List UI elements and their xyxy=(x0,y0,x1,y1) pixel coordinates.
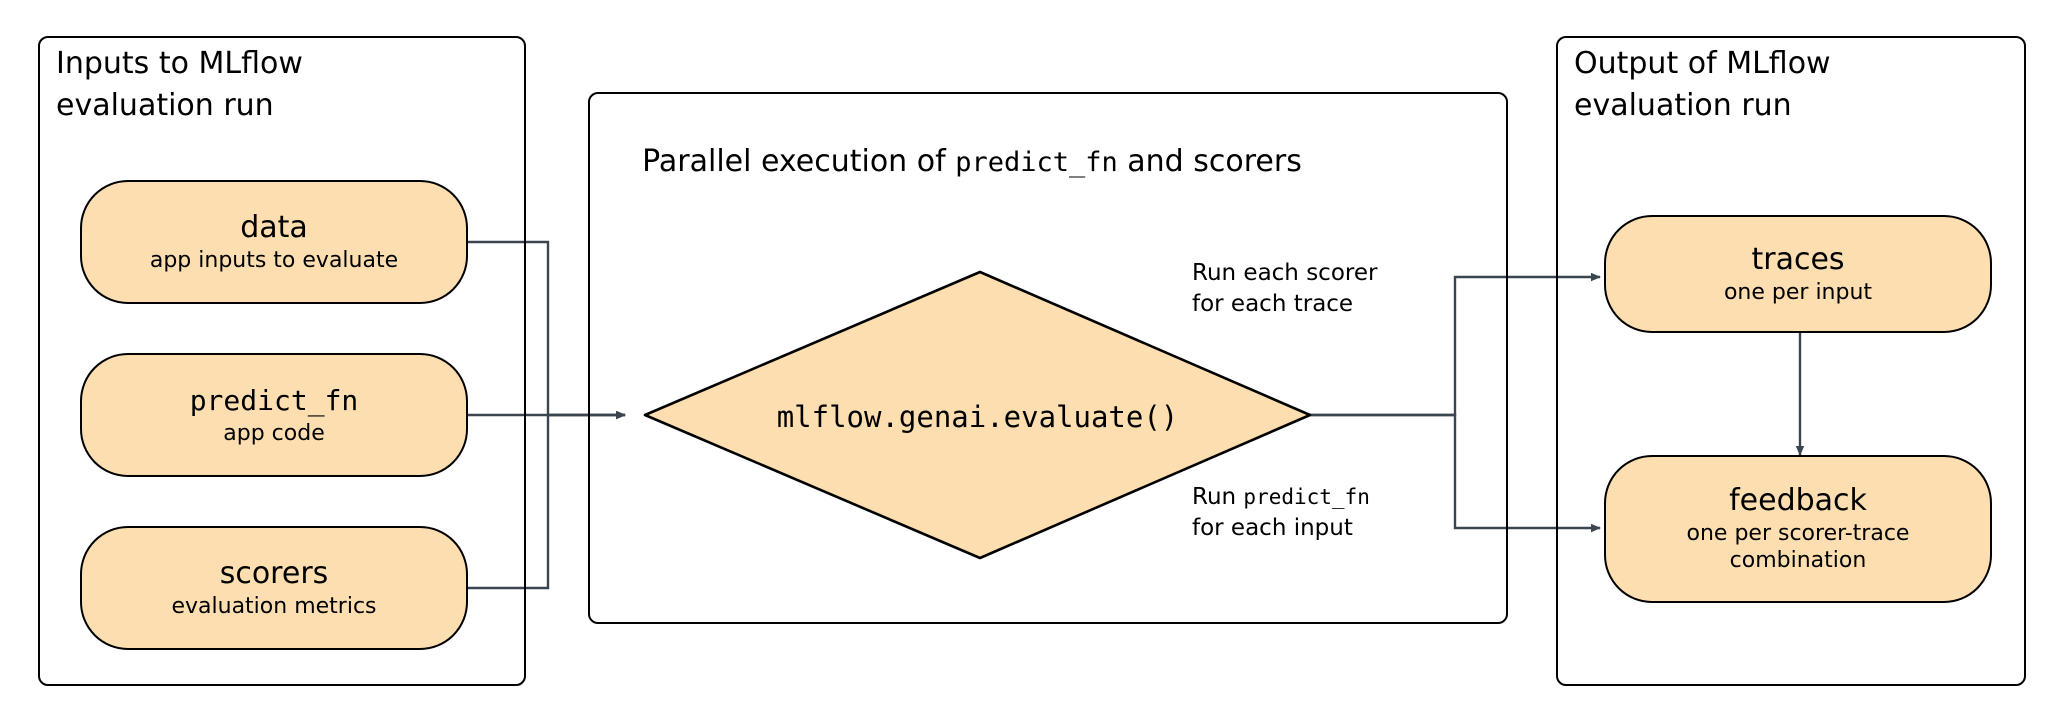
node-feedback[interactable]: feedback one per scorer-trace combinatio… xyxy=(1604,455,1992,603)
node-feedback-subtitle-line2: combination xyxy=(1729,548,1867,573)
panel-inputs xyxy=(38,36,526,686)
panel-output-title-line1: Output of MLflow xyxy=(1574,46,1831,81)
edge-label-run-each-scorer-line1: Run each scorer xyxy=(1192,260,1378,286)
edge-label-run-each-scorer: Run each scorer for each trace xyxy=(1192,258,1377,320)
panel-output-title-line2: evaluation run xyxy=(1574,88,1792,123)
node-traces-title: traces xyxy=(1751,241,1845,277)
node-traces[interactable]: traces one per input xyxy=(1604,215,1992,333)
node-predict-fn-subtitle: app code xyxy=(223,420,325,446)
edge-label-run-each-scorer-line2: for each trace xyxy=(1192,291,1354,317)
edge-label-run-predict-fn-line1: Run predict_fn xyxy=(1192,482,1370,513)
node-predict-fn-title: predict_fn xyxy=(189,383,359,417)
node-evaluate[interactable]: mlflow.genai.evaluate() xyxy=(645,272,1310,558)
node-data-subtitle: app inputs to evaluate xyxy=(149,247,399,273)
panel-parallel-title-code: predict_fn xyxy=(955,147,1118,178)
node-feedback-title: feedback xyxy=(1729,483,1867,518)
node-data-title: data xyxy=(240,209,308,245)
node-scorers-subtitle: evaluation metrics xyxy=(171,593,377,619)
edge-label-run-predict-fn-code: predict_fn xyxy=(1243,485,1370,509)
node-traces-subtitle: one per input xyxy=(1723,279,1873,305)
panel-parallel-execution-title: Parallel execution of predict_fn and sco… xyxy=(604,102,1504,223)
edge-label-run-predict-fn: Run predict_fn for each input xyxy=(1192,482,1370,544)
node-scorers[interactable]: scorers evaluation metrics xyxy=(80,526,468,650)
node-predict-fn[interactable]: predict_fn app code xyxy=(80,353,468,477)
panel-parallel-execution xyxy=(588,92,1508,624)
panel-parallel-title-prefix: Parallel execution of xyxy=(642,144,956,179)
edge-label-run-predict-fn-prefix: Run xyxy=(1192,484,1244,510)
panel-parallel-title-suffix: and scorers xyxy=(1117,144,1302,179)
panel-output xyxy=(1556,36,2026,686)
node-data[interactable]: data app inputs to evaluate xyxy=(80,180,468,304)
node-evaluate-label: mlflow.genai.evaluate() xyxy=(776,400,1179,434)
edge-label-run-predict-fn-line2: for each input xyxy=(1192,515,1353,541)
node-feedback-subtitle-line1: one per scorer-trace xyxy=(1686,521,1910,546)
node-scorers-title: scorers xyxy=(219,555,329,591)
panel-inputs-title-line2: evaluation run xyxy=(56,88,274,123)
panel-inputs-title-line1: Inputs to MLflow xyxy=(56,46,303,81)
